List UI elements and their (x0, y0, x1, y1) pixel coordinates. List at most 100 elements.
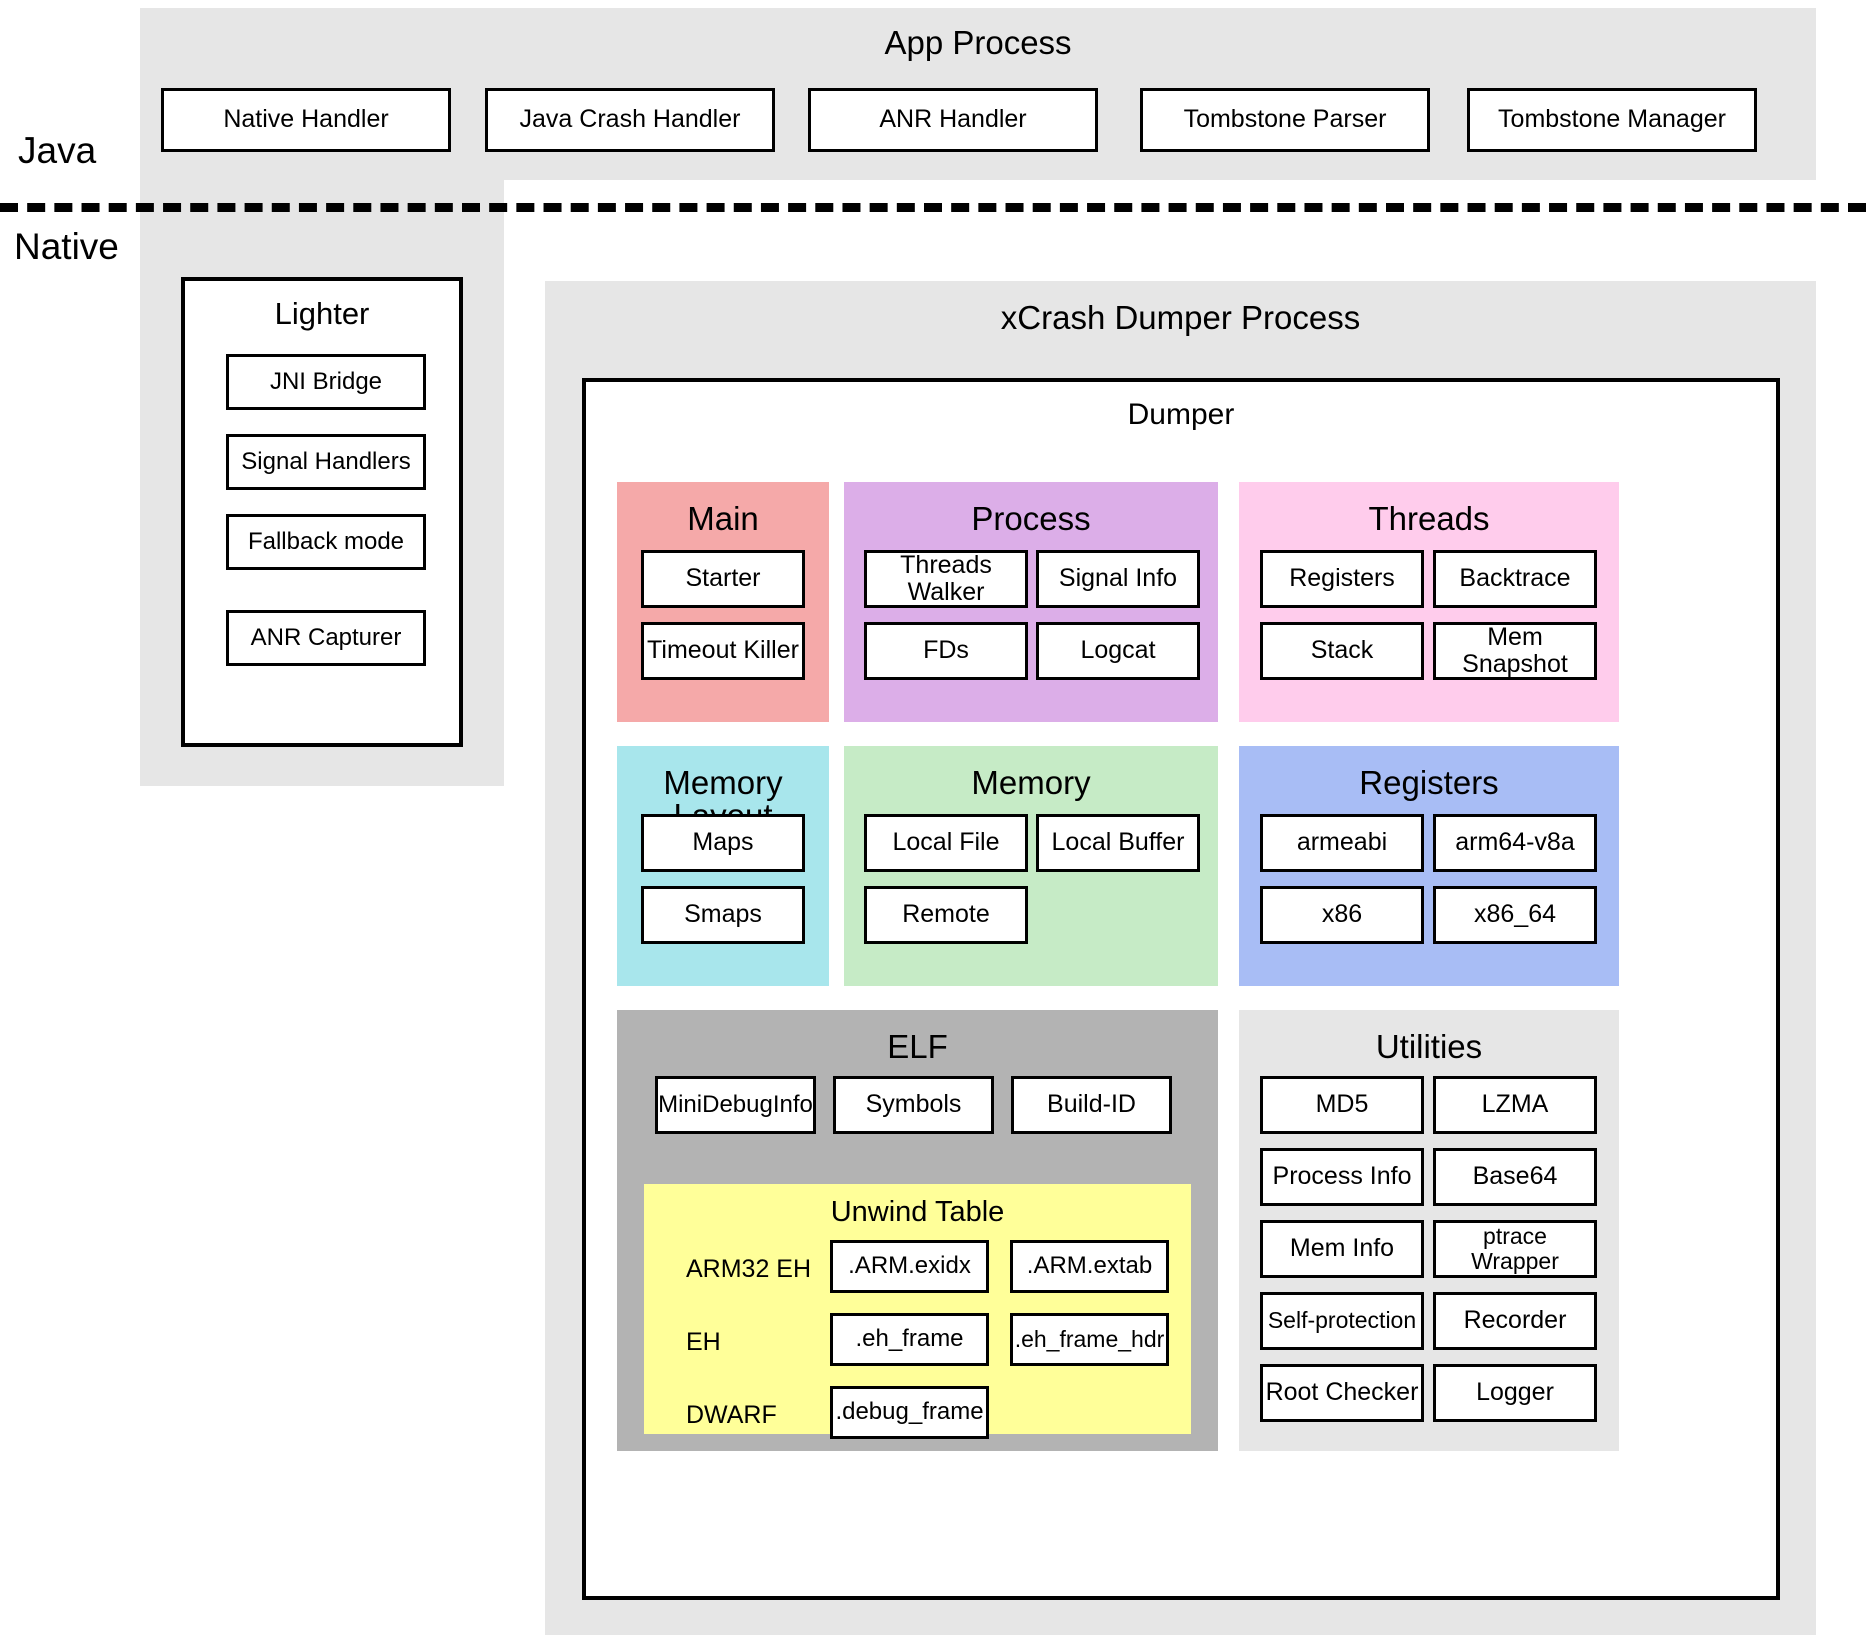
memory-layout-item-smaps[interactable]: Smaps (641, 886, 805, 944)
group-memory: Memory Local File Local Buffer Remote (844, 746, 1218, 986)
process-item-fds[interactable]: FDs (864, 622, 1028, 680)
memory-item-remote[interactable]: Remote (864, 886, 1028, 944)
label: Registers (1289, 564, 1395, 593)
utilities-item-ptrace-wrapper[interactable]: ptrace Wrapper (1433, 1220, 1597, 1278)
label: x86 (1321, 900, 1363, 929)
label: Timeout Killer (647, 636, 799, 665)
label: ptrace Wrapper (1471, 1222, 1559, 1274)
group-utilities-title: Utilities (1375, 1028, 1483, 1065)
label: Base64 (1472, 1162, 1558, 1191)
layer-label-java: Java (18, 130, 97, 171)
lighter-panel: Lighter JNI Bridge Signal Handlers Fallb… (181, 277, 463, 747)
utilities-item-mem-info[interactable]: Mem Info (1260, 1220, 1424, 1278)
unwind-section-eh-frame-hdr[interactable]: .eh_frame_hdr (1010, 1313, 1169, 1366)
group-utilities: Utilities MD5 LZMA Process Info Base64 M… (1239, 1010, 1619, 1451)
lighter-item-signal-handlers[interactable]: Signal Handlers (226, 434, 426, 490)
app-process-item-tombstone-manager[interactable]: Tombstone Manager (1467, 88, 1757, 152)
label: Mem Snapshot (1462, 622, 1568, 678)
memory-item-local-file[interactable]: Local File (864, 814, 1028, 872)
label: .eh_frame_hdr (1014, 1325, 1165, 1352)
unwind-section-arm-exidx[interactable]: .ARM.exidx (830, 1240, 989, 1293)
label: Backtrace (1459, 564, 1571, 593)
utilities-item-base64[interactable]: Base64 (1433, 1148, 1597, 1206)
unwind-table-title: Unwind Table (830, 1196, 1005, 1228)
label: Native Handler (223, 105, 389, 134)
threads-item-registers[interactable]: Registers (1260, 550, 1424, 608)
process-item-logcat[interactable]: Logcat (1036, 622, 1200, 680)
app-process-item-native-handler[interactable]: Native Handler (161, 88, 451, 152)
threads-item-stack[interactable]: Stack (1260, 622, 1424, 680)
app-process-title: App Process (884, 24, 1072, 61)
label: arm64-v8a (1455, 828, 1575, 857)
elf-item-build-id[interactable]: Build-ID (1011, 1076, 1172, 1134)
label: MiniDebugInfo (658, 1090, 813, 1118)
label: MD5 (1315, 1090, 1369, 1119)
utilities-item-lzma[interactable]: LZMA (1433, 1076, 1597, 1134)
registers-item-x86-64[interactable]: x86_64 (1433, 886, 1597, 944)
unwind-section-eh-frame[interactable]: .eh_frame (830, 1313, 989, 1366)
app-process-item-tombstone-parser[interactable]: Tombstone Parser (1140, 88, 1430, 152)
process-item-threads-walker[interactable]: Threads Walker (864, 550, 1028, 608)
label: Starter (685, 564, 761, 593)
xcrash-dumper-process-panel: xCrash Dumper Process Dumper Main Starte… (545, 281, 1816, 1635)
label: .eh_frame (855, 1325, 964, 1353)
label: Logcat (1080, 636, 1156, 665)
dumper-box: Dumper Main Starter Timeout Killer Proce… (582, 378, 1780, 1600)
label: Build-ID (1047, 1090, 1136, 1119)
unwind-row-label-arm32-eh: ARM32 EH (686, 1255, 812, 1283)
java-native-divider (0, 203, 1866, 212)
label: .debug_frame (835, 1398, 984, 1426)
lighter-item-jni-bridge[interactable]: JNI Bridge (226, 354, 426, 410)
label: armeabi (1296, 828, 1388, 857)
group-memory-layout: Memory Layout Maps Smaps (617, 746, 829, 986)
unwind-section-arm-extab[interactable]: .ARM.extab (1010, 1240, 1169, 1293)
label: Maps (692, 828, 754, 857)
unwind-row-label-dwarf: DWARF (686, 1401, 777, 1429)
label: Recorder (1463, 1306, 1567, 1335)
label: Process Info (1272, 1162, 1412, 1191)
app-process-item-anr-handler[interactable]: ANR Handler (808, 88, 1098, 152)
main-item-starter[interactable]: Starter (641, 550, 805, 608)
label: Root Checker (1265, 1378, 1419, 1407)
registers-item-arm64-v8a[interactable]: arm64-v8a (1433, 814, 1597, 872)
utilities-item-md5[interactable]: MD5 (1260, 1076, 1424, 1134)
unwind-section-debug-frame[interactable]: .debug_frame (830, 1386, 989, 1439)
registers-item-x86[interactable]: x86 (1260, 886, 1424, 944)
utilities-item-process-info[interactable]: Process Info (1260, 1148, 1424, 1206)
lighter-item-fallback-mode[interactable]: Fallback mode (226, 514, 426, 570)
elf-item-symbols[interactable]: Symbols (833, 1076, 994, 1134)
label: Logger (1476, 1378, 1554, 1407)
label: FDs (923, 636, 969, 665)
app-process-panel: App Process Native Handler Java Crash Ha… (140, 8, 1816, 180)
main-item-timeout-killer[interactable]: Timeout Killer (641, 622, 805, 680)
utilities-item-self-protection[interactable]: Self-protection (1260, 1292, 1424, 1350)
xcrash-dumper-process-title: xCrash Dumper Process (1000, 299, 1361, 336)
elf-item-minidebuginfo[interactable]: MiniDebugInfo (655, 1076, 816, 1134)
group-elf-title: ELF (887, 1028, 948, 1065)
memory-layout-item-maps[interactable]: Maps (641, 814, 805, 872)
label: Signal Handlers (241, 447, 411, 475)
group-memory-title: Memory (971, 764, 1091, 801)
utilities-item-root-checker[interactable]: Root Checker (1260, 1364, 1424, 1422)
process-item-signal-info[interactable]: Signal Info (1036, 550, 1200, 608)
label: .ARM.exidx (848, 1252, 971, 1280)
label: Tombstone Parser (1183, 105, 1387, 134)
utilities-item-logger[interactable]: Logger (1433, 1364, 1597, 1422)
label: Tombstone Manager (1498, 105, 1726, 134)
label: LZMA (1481, 1090, 1549, 1119)
unwind-row-label-eh: EH (686, 1328, 721, 1356)
label: x86_64 (1473, 900, 1557, 929)
unwind-table-panel: Unwind Table ARM32 EH .ARM.exidx .ARM.ex… (644, 1184, 1191, 1439)
threads-item-mem-snapshot[interactable]: Mem Snapshot (1433, 622, 1597, 680)
utilities-item-recorder[interactable]: Recorder (1433, 1292, 1597, 1350)
registers-item-armeabi[interactable]: armeabi (1260, 814, 1424, 872)
group-main: Main Starter Timeout Killer (617, 482, 829, 722)
app-process-item-java-crash-handler[interactable]: Java Crash Handler (485, 88, 775, 152)
label: Threads Walker (900, 550, 992, 606)
threads-item-backtrace[interactable]: Backtrace (1433, 550, 1597, 608)
group-process-title: Process (971, 500, 1091, 537)
memory-item-local-buffer[interactable]: Local Buffer (1036, 814, 1200, 872)
dumper-title: Dumper (1127, 398, 1235, 431)
lighter-item-anr-capturer[interactable]: ANR Capturer (226, 610, 426, 666)
